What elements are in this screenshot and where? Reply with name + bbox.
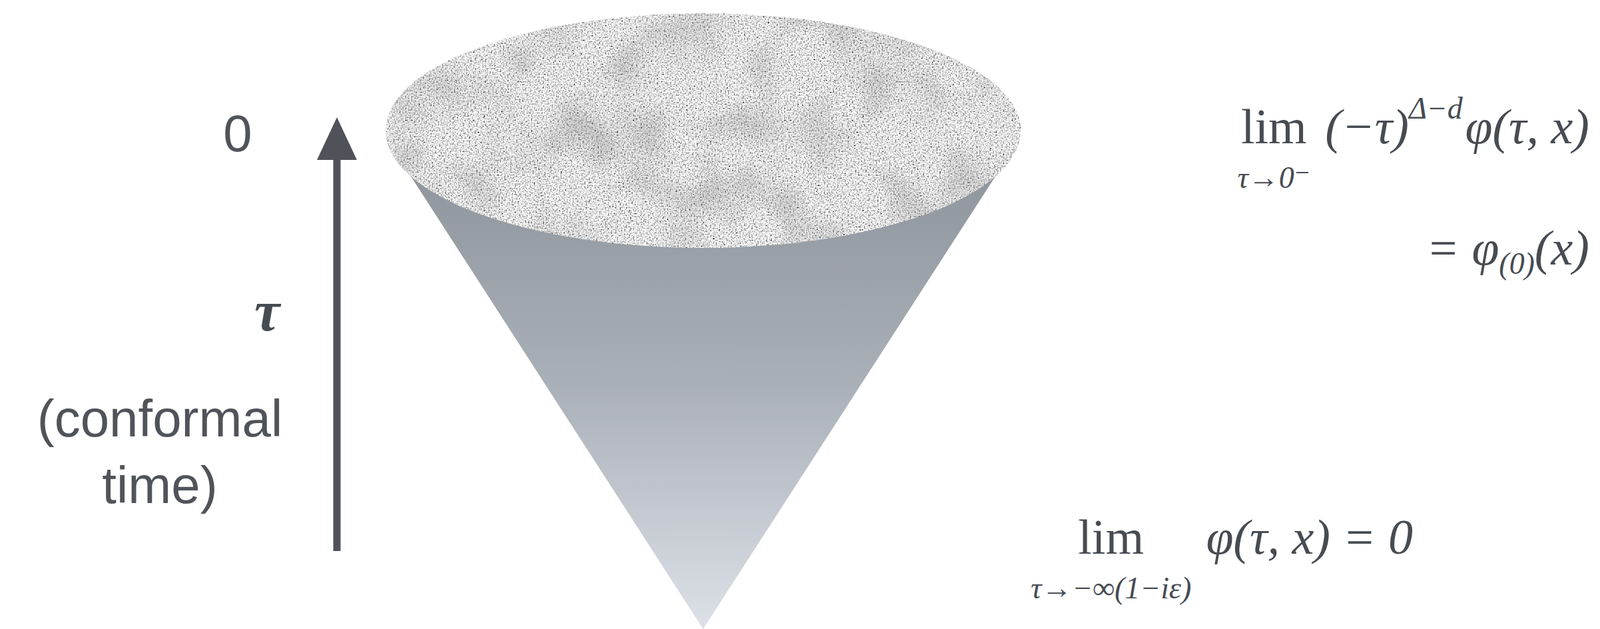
math-term: = φ	[1426, 219, 1499, 277]
math-term: φ(τ, x)	[1464, 98, 1590, 156]
boundary-value: = φ (0) (x)	[1426, 219, 1590, 281]
arrow-head	[316, 117, 357, 160]
tau-label: τ	[240, 279, 294, 343]
boundary-condition-late: lim τ→0⁻ (−τ) Δ−d φ(τ, x)	[1237, 98, 1590, 196]
subscript: (0)	[1498, 247, 1535, 281]
limit-operator: lim	[1077, 508, 1144, 566]
math-term: φ(τ, x) = 0	[1205, 508, 1413, 566]
boundary-condition-early: lim τ→−∞(1−iε) φ(τ, x) = 0	[1030, 508, 1413, 606]
sky-map-disc	[385, 13, 1021, 248]
exponent: Δ−d	[1408, 91, 1463, 126]
time-axis	[333, 154, 341, 551]
axis-caption: (conformal time)	[13, 384, 307, 519]
limit-subscript: τ→0⁻	[1237, 161, 1311, 195]
limit-operator: lim	[1241, 98, 1308, 156]
math-term: (x)	[1534, 219, 1590, 277]
time-zero-label: 0	[211, 105, 265, 162]
limit-subscript: τ→−∞(1−iε)	[1030, 571, 1192, 605]
math-term: (−τ)	[1325, 98, 1409, 156]
